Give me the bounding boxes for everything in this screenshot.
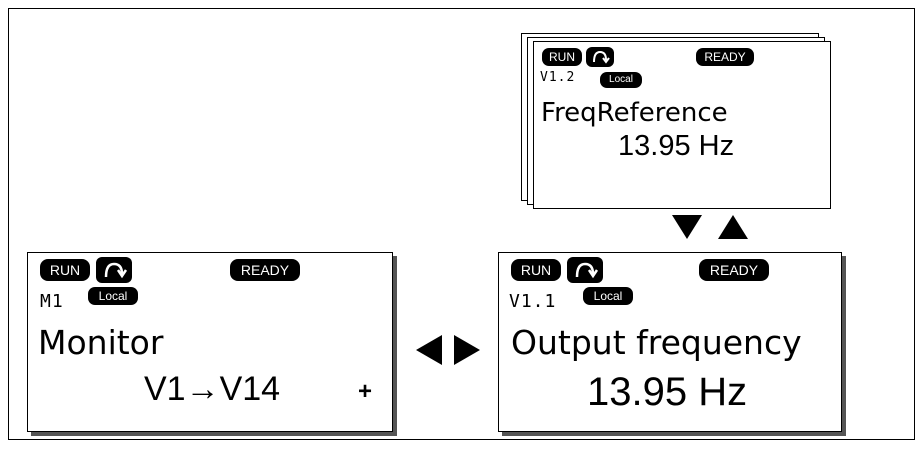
plus-icon: +	[358, 378, 373, 405]
diagram-frame	[8, 8, 915, 440]
monitor-display: RUN READY M1 Local Monitor V1→V14 +	[27, 252, 393, 432]
local-indicator: Local	[600, 72, 642, 88]
reference-display: RUN READY V1.2 Local FreqReference 13.95…	[533, 41, 831, 209]
menu-code: M1	[40, 291, 64, 312]
left-right-triangles-icon	[408, 335, 488, 365]
ready-indicator: READY	[696, 48, 754, 66]
rotation-arrow-icon	[586, 47, 614, 67]
panel-value: V1→V14	[144, 370, 281, 408]
panel-title: Monitor	[38, 323, 164, 362]
local-indicator: Local	[88, 287, 138, 305]
run-indicator: RUN	[542, 48, 582, 66]
run-indicator: RUN	[511, 259, 561, 281]
run-indicator: RUN	[40, 259, 90, 281]
panel-value: 13.95 Hz	[618, 130, 735, 162]
panel-title: Output frequency	[511, 323, 802, 362]
rotation-arrow-icon	[96, 257, 132, 283]
menu-code: V1.1	[509, 291, 557, 312]
panel-title: FreqReference	[541, 98, 728, 128]
menu-code: V1.2	[540, 70, 576, 85]
ready-indicator: READY	[230, 259, 300, 281]
panel-value: 13.95 Hz	[587, 370, 748, 414]
down-up-triangles-icon	[672, 213, 748, 241]
local-indicator: Local	[583, 287, 633, 305]
output-display: RUN READY V1.1 Local Output frequency 13…	[498, 252, 842, 432]
rotation-arrow-icon	[567, 257, 603, 283]
ready-indicator: READY	[699, 259, 769, 281]
